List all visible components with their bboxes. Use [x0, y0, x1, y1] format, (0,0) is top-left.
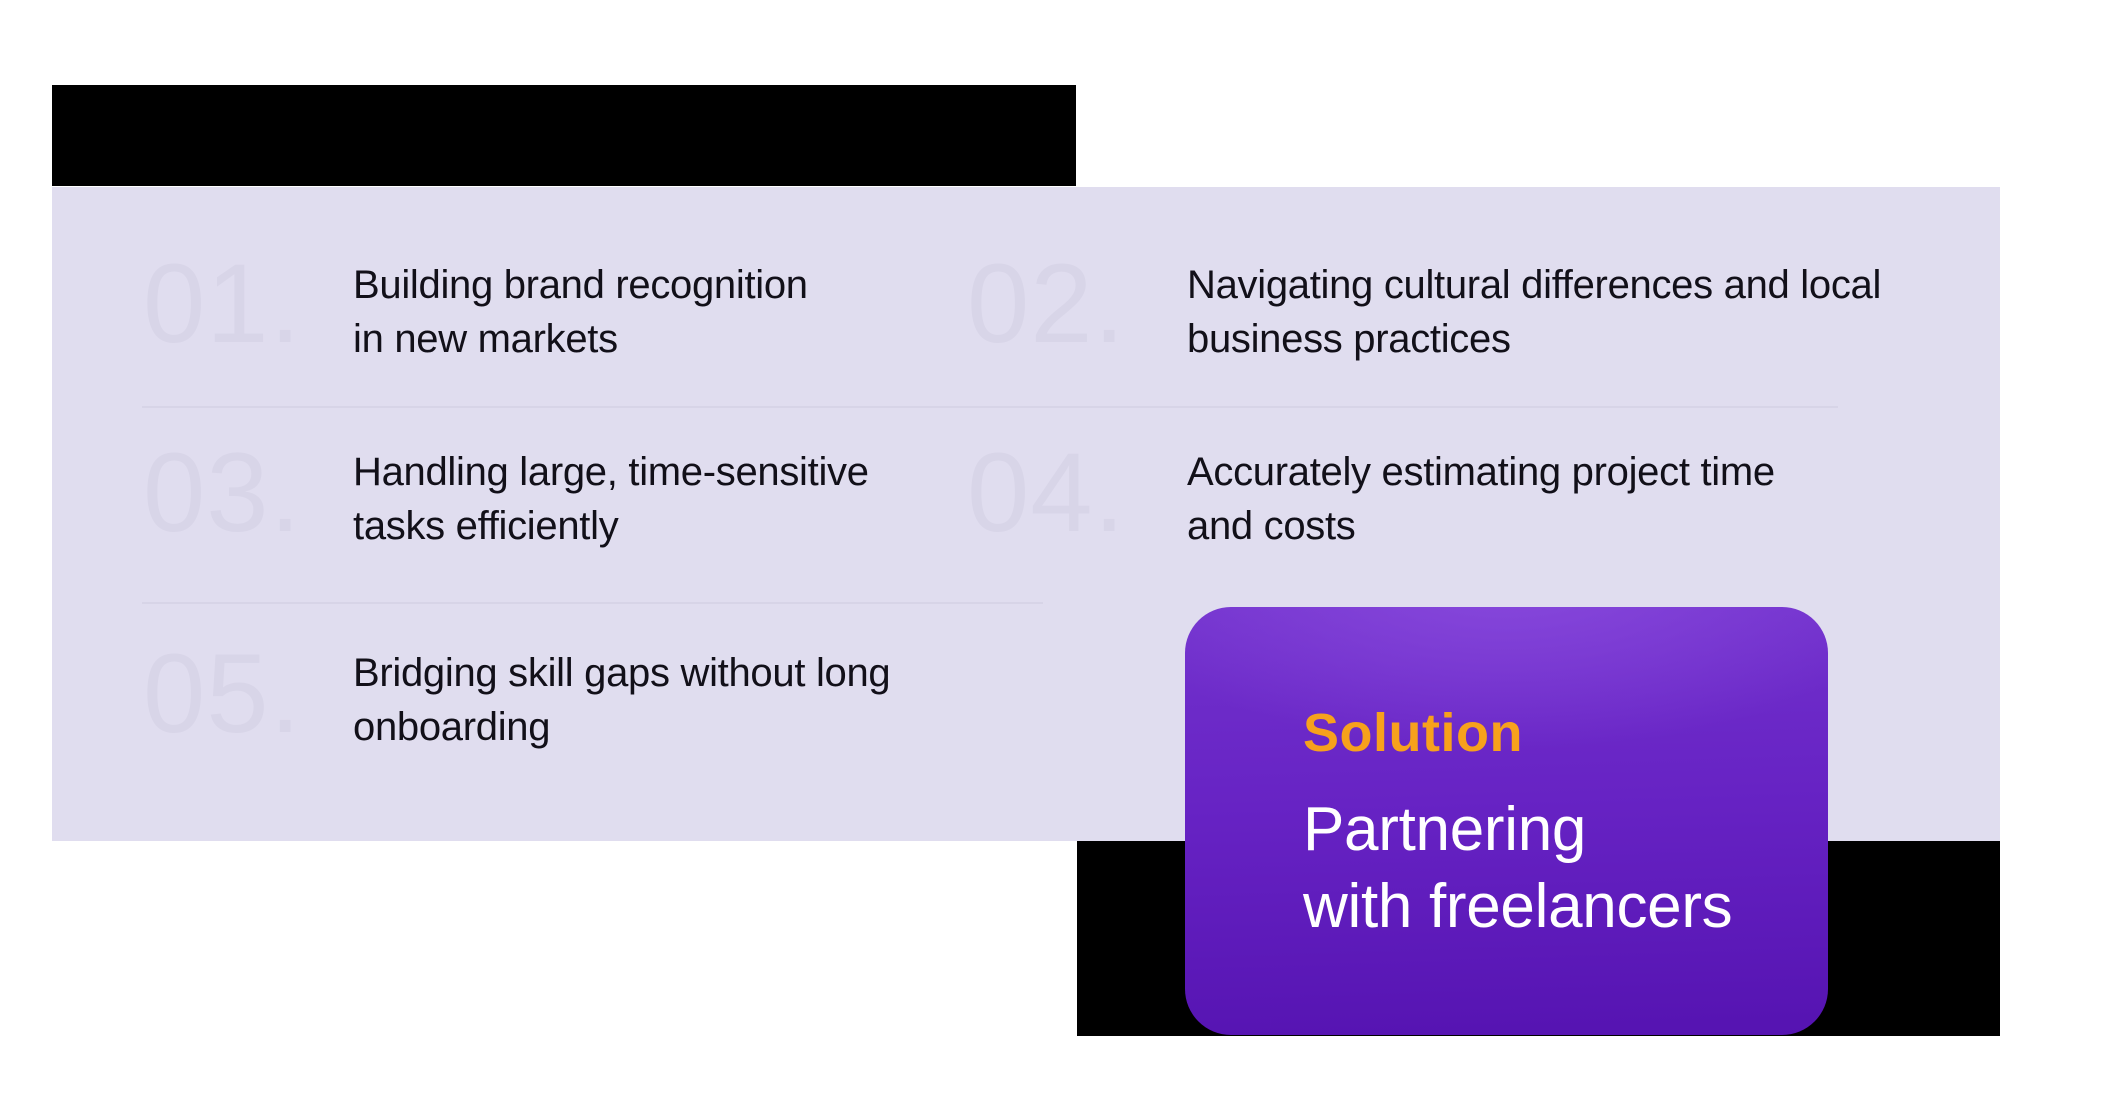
solution-text: Partnering with freelancers	[1303, 791, 1733, 945]
challenge-text-01-line1: Building brand recognition	[353, 263, 808, 307]
challenge-text-05: Bridging skill gaps without long onboard…	[353, 646, 891, 754]
challenge-number-01: 01.	[143, 241, 302, 366]
challenge-text-03-line1: Handling large, time-sensitive	[353, 450, 869, 494]
row-divider-2	[142, 602, 1043, 604]
challenge-text-01: Building brand recognition in new market…	[353, 258, 808, 366]
challenge-text-01-line2: in new markets	[353, 317, 618, 361]
challenge-text-05-line2: onboarding	[353, 705, 551, 749]
challenge-text-02-line1: Navigating cultural differences and loca…	[1187, 263, 1882, 307]
challenge-text-03: Handling large, time-sensitive tasks eff…	[353, 445, 869, 553]
challenge-number-05: 05.	[143, 631, 302, 756]
solution-text-line2: with freelancers	[1303, 872, 1733, 941]
challenge-number-04: 04.	[967, 430, 1126, 555]
solution-card: Solution Partnering with freelancers	[1185, 607, 1828, 1035]
row-divider-1	[142, 406, 1838, 408]
challenge-text-04-line1: Accurately estimating project time	[1187, 450, 1775, 494]
challenge-number-03: 03.	[143, 430, 302, 555]
solution-text-line1: Partnering	[1303, 795, 1587, 864]
solution-label: Solution	[1303, 703, 1523, 763]
challenge-text-04-line2: and costs	[1187, 504, 1356, 548]
challenge-text-02-line2: business practices	[1187, 317, 1511, 361]
top-black-bar	[52, 85, 1076, 186]
challenge-text-03-line2: tasks efficiently	[353, 504, 619, 548]
challenge-text-02: Navigating cultural differences and loca…	[1187, 258, 1881, 366]
challenge-text-05-line1: Bridging skill gaps without long	[353, 651, 891, 695]
challenge-text-04: Accurately estimating project time and c…	[1187, 445, 1775, 553]
challenge-number-02: 02.	[967, 241, 1126, 366]
